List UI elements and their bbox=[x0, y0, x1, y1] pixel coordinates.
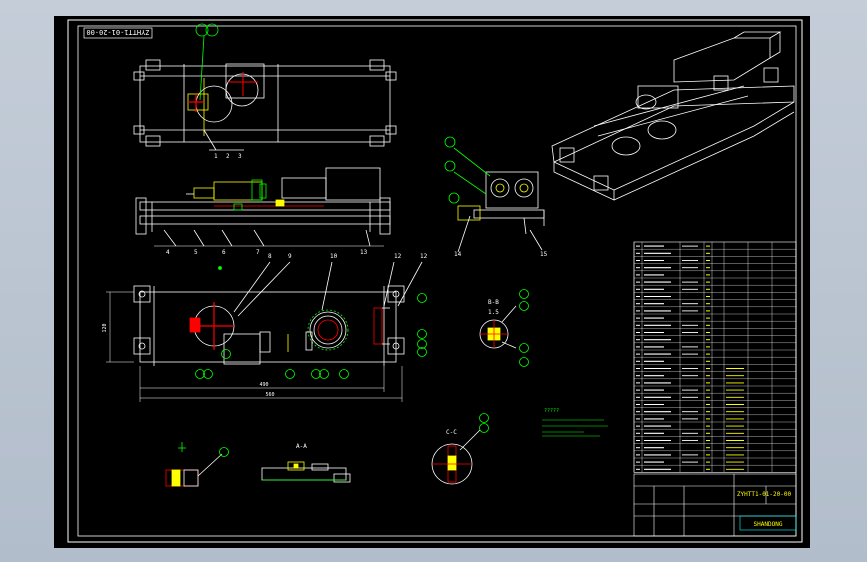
side-leader-6: 6 bbox=[222, 249, 226, 256]
plan-leader-12a: 12 bbox=[394, 253, 402, 260]
title-block-number: ZYHTT1-01-20-00 bbox=[737, 491, 792, 498]
top-leader-3: 3 bbox=[238, 153, 242, 160]
side-leader-4: 4 bbox=[166, 249, 170, 256]
drawing-sheet[interactable]: ZYHTT1-01-20-00 bbox=[54, 16, 810, 548]
plan-leader-12b: 12 bbox=[420, 253, 428, 260]
company-logo: SHANDONG bbox=[754, 521, 783, 528]
dim-490: 490 bbox=[259, 382, 268, 388]
top-view[interactable] bbox=[133, 23, 397, 151]
section-aa-label: A-A bbox=[296, 443, 307, 450]
plan-leader-9: 9 bbox=[288, 253, 292, 260]
side-leader-7: 7 bbox=[256, 249, 260, 256]
front-view[interactable] bbox=[135, 167, 391, 247]
side-leader-14: 14 bbox=[454, 251, 462, 258]
top-leader-2: 2 bbox=[226, 153, 230, 160]
cad-drawing[interactable]: ZYHTT1-01-20-00 bbox=[54, 16, 810, 548]
plan-balloons bbox=[195, 293, 427, 379]
dim-120: 120 bbox=[102, 323, 108, 332]
drawing-number-text: ZYHTT1-01-20-00 bbox=[86, 28, 149, 36]
section-cc-label: C-C bbox=[446, 429, 457, 436]
detail-bottom-circle[interactable] bbox=[431, 413, 489, 485]
plan-leader-8: 8 bbox=[268, 253, 272, 260]
detail-bottom-mid[interactable] bbox=[261, 461, 351, 483]
end-view[interactable] bbox=[444, 136, 545, 253]
side-leader-15: 15 bbox=[540, 251, 548, 258]
plan-dimensions bbox=[106, 291, 403, 402]
tech-note-title: ????? bbox=[544, 408, 559, 414]
scale-label: 1.5 bbox=[488, 309, 499, 316]
drawing-number-stamp: ZYHTT1-01-20-00 bbox=[83, 27, 153, 39]
dim-560: 560 bbox=[265, 392, 274, 398]
side-leader-5: 5 bbox=[194, 249, 198, 256]
isometric-view[interactable] bbox=[551, 31, 795, 201]
tech-note: ????? bbox=[542, 408, 608, 437]
outer-frame bbox=[67, 19, 803, 543]
parts-list[interactable] bbox=[633, 241, 797, 473]
top-leader-1: 1 bbox=[214, 153, 218, 160]
plan-leader-10: 10 bbox=[330, 253, 338, 260]
side-leader-13: 13 bbox=[360, 249, 368, 256]
detail-bottom-left[interactable] bbox=[165, 442, 229, 487]
section-bb-label: B-B bbox=[488, 299, 499, 306]
detail-section-right[interactable] bbox=[479, 289, 529, 367]
plan-view[interactable] bbox=[133, 261, 423, 366]
inner-frame bbox=[77, 25, 797, 537]
title-block[interactable] bbox=[633, 473, 797, 537]
